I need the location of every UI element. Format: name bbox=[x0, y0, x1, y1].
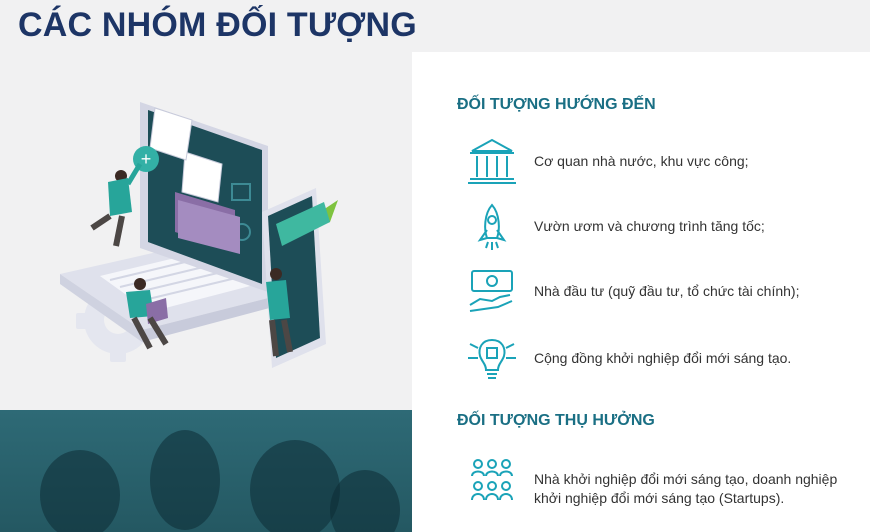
money-hand-icon bbox=[469, 270, 513, 312]
page-title: CÁC NHÓM ĐỐI TƯỢNG bbox=[18, 6, 417, 44]
target-item-label: Nhà đầu tư (quỹ đầu tư, tổ chức tài chín… bbox=[534, 283, 800, 299]
beneficiary-item-label-line2: khởi nghiệp đổi mới sáng tạo (Startups). bbox=[534, 490, 785, 506]
beneficiary-section-title: ĐỐI TƯỢNG THỤ HƯỞNG bbox=[457, 412, 655, 429]
person-sitting bbox=[126, 278, 169, 350]
beneficiary-item-label: Nhà khởi nghiệp đổi mới sáng tạo, doanh … bbox=[534, 470, 837, 508]
target-item-label: Cơ quan nhà nước, khu vực công; bbox=[534, 153, 749, 169]
target-item: Cơ quan nhà nước, khu vực công; bbox=[464, 137, 864, 193]
svg-text:+: + bbox=[141, 149, 152, 169]
target-item: Nhà đầu tư (quỹ đầu tư, tổ chức tài chín… bbox=[464, 267, 864, 323]
target-item: Vườn ươm và chương trình tăng tốc; bbox=[464, 202, 864, 258]
government-building-icon bbox=[468, 138, 516, 184]
folder-icon bbox=[149, 107, 240, 254]
background-photo-band bbox=[0, 410, 412, 532]
lightbulb-circuit-icon bbox=[468, 338, 516, 379]
info-panel: ĐỐI TƯỢNG HƯỚNG ĐẾN Cơ quan nhà nước, kh… bbox=[412, 52, 870, 532]
beneficiary-item-label-line1: Nhà khởi nghiệp đổi mới sáng tạo, doanh … bbox=[534, 471, 838, 487]
target-item: Cộng đồng khởi nghiệp đổi mới sáng tạo. bbox=[464, 334, 864, 390]
person-with-phone bbox=[266, 268, 293, 357]
beneficiary-item: Nhà khởi nghiệp đổi mới sáng tạo, doanh … bbox=[464, 456, 864, 512]
target-item-label: Cộng đồng khởi nghiệp đổi mới sáng tạo. bbox=[534, 350, 792, 366]
person-standing bbox=[90, 162, 143, 247]
rocket-icon bbox=[477, 203, 507, 250]
hero-illustration: + bbox=[60, 102, 338, 368]
people-group-icon bbox=[471, 459, 513, 501]
target-section-title: ĐỐI TƯỢNG HƯỚNG ĐẾN bbox=[457, 96, 656, 113]
target-item-label: Vườn ươm và chương trình tăng tốc; bbox=[534, 218, 765, 234]
